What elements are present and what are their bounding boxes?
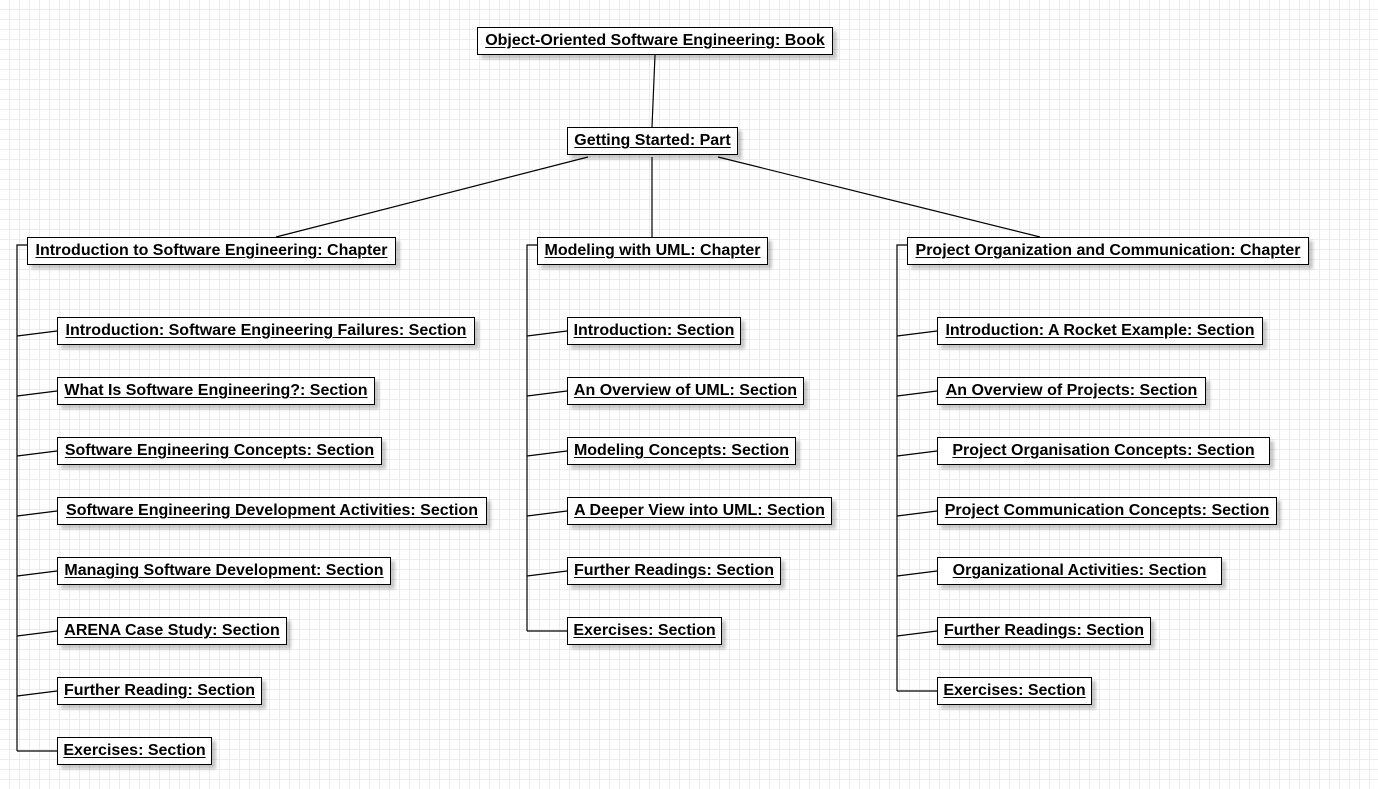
section-link	[526, 390, 568, 397]
node-label: Exercises: Section	[573, 622, 716, 639]
node-label: Project Communication Concepts: Section	[944, 502, 1270, 519]
section-link	[526, 450, 568, 457]
section-node[interactable]: Further Readings: Section	[567, 557, 781, 585]
node-label: Organizational Activities: Section	[952, 562, 1207, 579]
node-label: Introduction to Software Engineering: Ch…	[35, 242, 388, 259]
part-chapter-link	[275, 156, 589, 238]
section-node[interactable]: Modeling Concepts: Section	[567, 437, 796, 465]
node-label: Exercises: Section	[943, 682, 1086, 699]
section-link	[526, 330, 568, 337]
section-node[interactable]: Software Engineering Development Activit…	[57, 497, 487, 525]
chapter-node[interactable]: Project Organization and Communication: …	[907, 237, 1309, 265]
section-node[interactable]: Exercises: Section	[567, 617, 722, 645]
node-label: Managing Software Development: Section	[64, 562, 384, 579]
book-node[interactable]: Object-Oriented Software Engineering: Bo…	[477, 27, 833, 55]
node-label: ARENA Case Study: Section	[64, 622, 280, 639]
chapter-trunk	[16, 244, 27, 751]
node-label: An Overview of UML: Section	[573, 382, 798, 399]
section-node[interactable]: Exercises: Section	[937, 677, 1092, 705]
section-node[interactable]: Project Organisation Concepts: Section	[937, 437, 1270, 465]
section-node[interactable]: A Deeper View into UML: Section	[567, 497, 832, 525]
section-node[interactable]: Project Communication Concepts: Section	[937, 497, 1277, 525]
section-link	[16, 690, 58, 697]
section-node[interactable]: Introduction: Software Engineering Failu…	[57, 317, 475, 345]
node-label: Introduction: Section	[573, 322, 735, 339]
node-label: Exercises: Section	[63, 742, 206, 759]
node-label: Further Reading: Section	[63, 682, 256, 699]
book-part-link	[651, 54, 656, 128]
section-link	[16, 390, 58, 397]
section-node[interactable]: Managing Software Development: Section	[57, 557, 391, 585]
section-link	[896, 450, 938, 457]
node-label: Project Organisation Concepts: Section	[952, 442, 1255, 459]
section-link	[896, 390, 938, 397]
node-label: Software Engineering Development Activit…	[66, 502, 478, 519]
chapter-node[interactable]: Introduction to Software Engineering: Ch…	[27, 237, 396, 265]
node-label: Modeling Concepts: Section	[573, 442, 790, 459]
section-link	[16, 570, 58, 577]
part-chapter-link	[717, 156, 1041, 238]
node-label: Introduction: A Rocket Example: Section	[945, 322, 1255, 339]
section-node[interactable]: An Overview of Projects: Section	[937, 377, 1206, 405]
node-label: Project Organization and Communication: …	[915, 242, 1301, 259]
section-node[interactable]: An Overview of UML: Section	[567, 377, 804, 405]
node-label: What Is Software Engineering?: Section	[64, 382, 368, 399]
section-link	[16, 330, 58, 337]
section-link	[896, 330, 938, 337]
section-link	[896, 510, 938, 517]
node-label: Further Readings: Section	[573, 562, 775, 579]
section-node[interactable]: Introduction: Section	[567, 317, 741, 345]
section-link	[16, 450, 58, 457]
node-label: Introduction: Software Engineering Failu…	[65, 322, 467, 339]
section-node[interactable]: Software Engineering Concepts: Section	[57, 437, 382, 465]
section-link	[526, 510, 568, 517]
node-label: An Overview of Projects: Section	[945, 382, 1198, 399]
section-link	[526, 570, 568, 577]
section-link	[896, 570, 938, 577]
section-node[interactable]: ARENA Case Study: Section	[57, 617, 287, 645]
part-node[interactable]: Getting Started: Part	[567, 127, 738, 155]
node-label: Further Readings: Section	[943, 622, 1145, 639]
section-link	[896, 630, 938, 637]
chapter-trunk	[526, 244, 537, 631]
section-link	[16, 510, 58, 517]
node-label: Software Engineering Concepts: Section	[64, 442, 375, 459]
node-label: Modeling with UML: Chapter	[544, 242, 761, 259]
node-label: A Deeper View into UML: Section	[574, 502, 825, 519]
section-node[interactable]: What Is Software Engineering?: Section	[57, 377, 375, 405]
section-link	[16, 630, 58, 637]
section-node[interactable]: Further Reading: Section	[57, 677, 262, 705]
section-node[interactable]: Further Readings: Section	[937, 617, 1151, 645]
section-node[interactable]: Introduction: A Rocket Example: Section	[937, 317, 1263, 345]
chapter-trunk	[896, 244, 907, 691]
chapter-node[interactable]: Modeling with UML: Chapter	[537, 237, 768, 265]
section-node[interactable]: Organizational Activities: Section	[937, 557, 1222, 585]
node-label: Object-Oriented Software Engineering: Bo…	[485, 32, 825, 49]
node-label: Getting Started: Part	[574, 132, 731, 149]
section-node[interactable]: Exercises: Section	[57, 737, 212, 765]
